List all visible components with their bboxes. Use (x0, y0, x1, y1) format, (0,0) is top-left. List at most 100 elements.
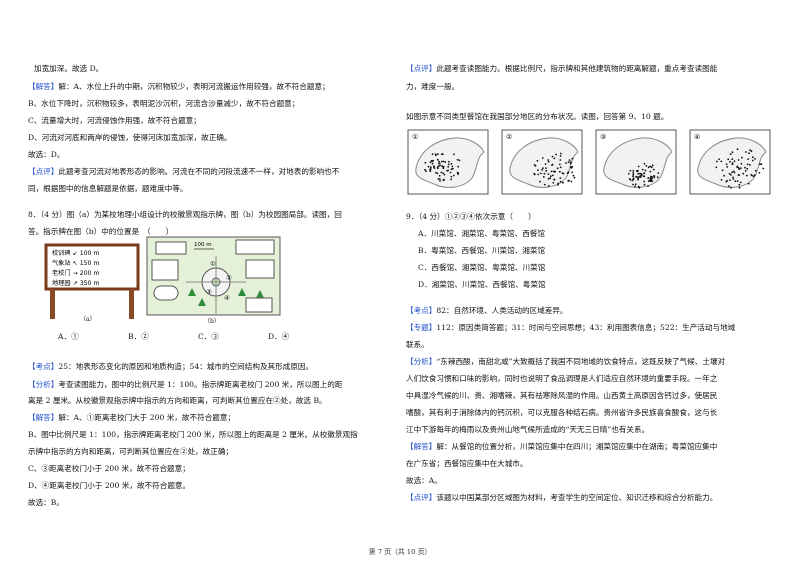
map-dot (549, 175, 552, 178)
map-dot (723, 174, 725, 177)
map-dot (442, 160, 445, 163)
map-dot (720, 160, 723, 163)
map-dot (647, 177, 650, 179)
map-dot (570, 180, 573, 183)
map-dot (627, 172, 630, 175)
map-dot (431, 153, 434, 155)
map-dot (752, 156, 754, 159)
option-b: B．粤菜馆、西餐馆、川菜馆、湘菜馆 (418, 246, 546, 255)
map-dot (559, 177, 562, 179)
map-dot (650, 166, 653, 169)
text-line: 【解答】解：从餐馆的位置分析，川菜馆应集中在四川；湘菜馆应集中在湖南；粤菜馆应集… (406, 442, 718, 451)
text-line: 【考点】25：地表形态变化的原因和地质构造；54：城市的空间结构及其形成原因。 (28, 362, 314, 371)
map-dot (431, 162, 434, 165)
map-dot (651, 177, 653, 180)
map-dot (544, 163, 547, 165)
map-dot (424, 161, 427, 164)
tag-dianping: 【点评】 (406, 64, 437, 73)
marker-1: ① (210, 260, 216, 268)
map-dot (715, 166, 718, 169)
map-dot (572, 174, 575, 177)
map-dot (657, 172, 660, 174)
map-dot (649, 165, 652, 168)
map-dot (754, 169, 757, 172)
tree-icon (256, 290, 264, 298)
map-dot (639, 172, 641, 175)
map-dot (753, 174, 756, 177)
map-dot (450, 178, 452, 181)
map-dot (632, 171, 635, 174)
map-dot (634, 183, 637, 186)
question-9: 9．（4 分）①②③④依次示意（ ） (406, 212, 536, 221)
map-dot (562, 172, 565, 175)
text-line: 【专题】112：原因类简答题；31：时间与空间思想；43：利用图表信息；522：… (406, 323, 736, 332)
map-dot (738, 183, 741, 186)
text-line: 嗜酸，其有利于消除体内的钙沉积，可以克服各种结石病。贵州省许多民族喜食酸食，这与… (406, 408, 718, 417)
map-dot (439, 180, 441, 182)
map-dot (437, 165, 440, 167)
map-dot (552, 170, 555, 173)
caption-b: （b） (204, 318, 220, 325)
map-dot (559, 170, 561, 173)
map-dot (573, 176, 576, 179)
text-line: 【分析】考查读图能力，图中的比例尺是 1：100。指示牌距离老校门 200 米，… (28, 380, 343, 389)
map-dot (637, 165, 640, 168)
map-dot (437, 178, 440, 180)
map-dot (747, 158, 749, 160)
map-dot (565, 162, 567, 164)
map-dot (651, 179, 653, 182)
sign-row: 气象站 ↖ 150 m (52, 259, 100, 267)
map-dot (731, 158, 734, 161)
text-line: 同，根据图中的信息解题是依据，题难度中等。 (28, 184, 188, 193)
map-dot (648, 180, 650, 183)
text-line: 答。指示牌在图（b）中的位置是 （ ） (28, 227, 174, 236)
map-dot (637, 172, 640, 175)
map-dot (751, 174, 753, 177)
text-line: 【点评】此题考查读图能力。根据比例尺，指示牌和其他建筑物的距离解题，重点考查读图… (406, 64, 718, 73)
map-dot (720, 179, 723, 181)
map-dot (632, 183, 634, 186)
building (245, 297, 273, 313)
map-dot (567, 171, 570, 174)
map-dot (632, 178, 635, 180)
map-dot (745, 151, 747, 153)
tag-jieda: 【解答】 (28, 413, 59, 422)
map-dot (427, 165, 430, 168)
map-dot (435, 171, 437, 174)
map-dot (744, 166, 746, 169)
map-dot (553, 157, 556, 160)
option-b: B．② (128, 332, 149, 341)
option-a: A．① (58, 332, 79, 341)
scale-label: 100 m (194, 242, 212, 248)
map-dot (444, 161, 447, 163)
map-dot (438, 160, 440, 163)
map-dot (647, 166, 650, 169)
map-dot (651, 164, 654, 167)
map-dot (545, 169, 548, 172)
option-d: D．④ (268, 332, 290, 341)
map-dot (557, 182, 559, 185)
map-dot (643, 180, 645, 183)
map-dot (542, 167, 544, 169)
map-dot (760, 163, 763, 166)
map-dot (629, 169, 632, 172)
map-dot (433, 166, 435, 169)
question-8: 8．（4 分）图（a）为某校地理小组设计的校徽景观指示牌，图（b）为校园图局部。… (28, 210, 342, 219)
map-dot (439, 178, 441, 180)
map-dot (539, 180, 541, 183)
map-dot (543, 183, 546, 186)
map-dot (737, 159, 740, 161)
map-dot (731, 171, 733, 174)
map-dot (641, 168, 644, 171)
sign-post (50, 289, 55, 319)
map-dot (632, 173, 635, 176)
tag-kaodian: 【考点】 (406, 306, 437, 315)
text-line: 中具湿冷气候的川、贵、湘嗜辣，其有祛寒除风湿的作用。山西黄土高原因含钙过多，使居… (406, 391, 718, 400)
map-dot (746, 174, 748, 177)
tree-icon (188, 288, 196, 296)
map-dot (533, 164, 536, 166)
text-line: 离是 2 厘米。从校徽景观指示牌中指示的方向和距离，可判断其位置应在②处，故选 … (28, 396, 327, 405)
map-dot (744, 170, 747, 172)
text-line: 人们饮食习惯和口味的影响，同时也说明了食品调理是人们适应自然环境的重要手段。一年… (406, 374, 718, 383)
map-dot (541, 157, 544, 159)
